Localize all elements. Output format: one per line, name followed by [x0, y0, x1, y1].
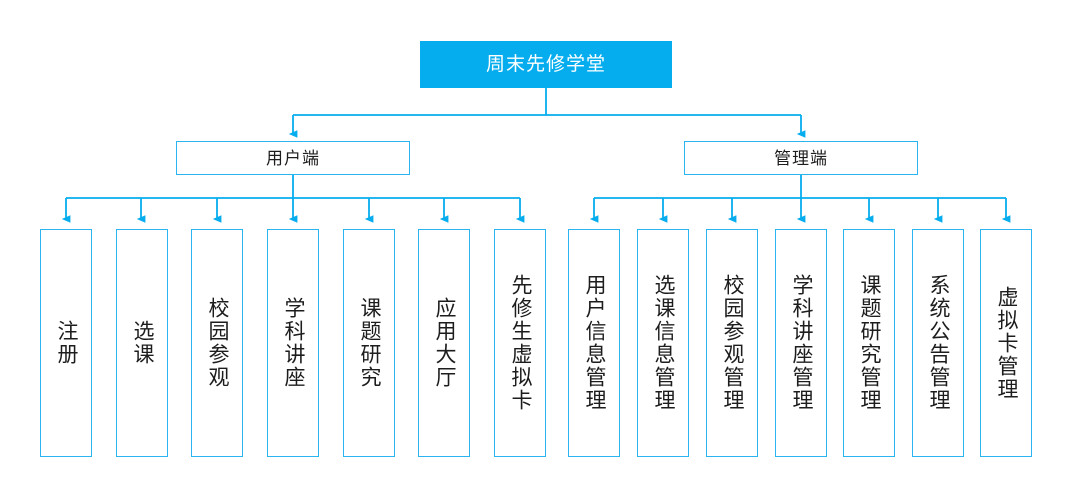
- node-leaf-topic-research[interactable]: 课题研究: [343, 229, 395, 457]
- node-leaf-topic-research-management[interactable]: 课题研究管理: [843, 229, 895, 457]
- node-leaf-register[interactable]: 注册: [40, 229, 92, 457]
- node-leaf-application-hall-label: 应用大厅: [433, 297, 457, 389]
- node-user-client[interactable]: 用户端: [176, 141, 410, 175]
- node-leaf-application-hall[interactable]: 应用大厅: [418, 229, 470, 457]
- node-admin-client[interactable]: 管理端: [684, 141, 918, 175]
- node-user-client-label: 用户端: [266, 148, 320, 168]
- node-leaf-course-selection-label: 选课: [131, 320, 155, 366]
- node-leaf-campus-visit-management-label: 校园参观管理: [721, 274, 745, 412]
- node-leaf-virtual-card-management-label: 虚拟卡管理: [995, 285, 1019, 401]
- node-leaf-subject-lecture[interactable]: 学科讲座: [267, 229, 319, 457]
- node-leaf-course-info-management[interactable]: 选课信息管理: [637, 229, 689, 457]
- node-leaf-register-label: 注册: [55, 320, 79, 366]
- node-leaf-topic-research-label: 课题研究: [358, 297, 382, 389]
- node-root[interactable]: 周末先修学堂: [420, 41, 672, 88]
- node-leaf-virtual-card-management[interactable]: 虚拟卡管理: [980, 229, 1032, 457]
- node-admin-client-label: 管理端: [774, 148, 828, 168]
- node-leaf-user-info-management[interactable]: 用户信息管理: [568, 229, 620, 457]
- node-leaf-campus-visit-management[interactable]: 校园参观管理: [706, 229, 758, 457]
- node-leaf-course-info-management-label: 选课信息管理: [652, 274, 676, 412]
- node-leaf-topic-research-management-label: 课题研究管理: [858, 274, 882, 412]
- node-leaf-campus-visit[interactable]: 校园参观: [191, 229, 243, 457]
- node-root-label: 周末先修学堂: [485, 54, 606, 75]
- node-leaf-system-announcement-management-label: 系统公告管理: [927, 274, 951, 412]
- node-leaf-system-announcement-management[interactable]: 系统公告管理: [912, 229, 964, 457]
- node-leaf-subject-lecture-management-label: 学科讲座管理: [790, 274, 814, 412]
- node-leaf-user-info-management-label: 用户信息管理: [583, 274, 607, 412]
- node-leaf-prep-student-virtual-card[interactable]: 先修生虚拟卡: [494, 229, 546, 457]
- node-leaf-prep-student-virtual-card-label: 先修生虚拟卡: [509, 274, 533, 412]
- node-leaf-course-selection[interactable]: 选课: [116, 229, 168, 457]
- node-leaf-subject-lecture-management[interactable]: 学科讲座管理: [775, 229, 827, 457]
- node-leaf-subject-lecture-label: 学科讲座: [282, 297, 306, 389]
- node-leaf-campus-visit-label: 校园参观: [206, 297, 230, 389]
